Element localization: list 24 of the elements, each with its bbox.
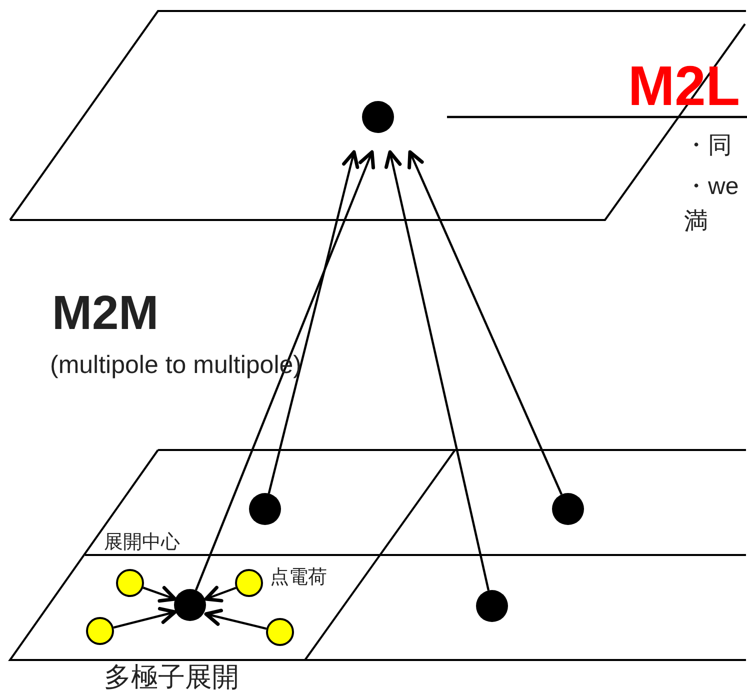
charge-dot: [116, 569, 144, 597]
caption: 多極子展開: [104, 663, 239, 693]
arrow: [268, 150, 360, 494]
arrow: [142, 586, 177, 603]
expansion-dot: [552, 493, 584, 525]
point-label: 展開中心: [104, 533, 180, 554]
arrow: [204, 608, 267, 630]
leader-line: [447, 116, 747, 118]
expansion-dot: [249, 493, 281, 525]
arrow: [408, 150, 563, 495]
arrow: [384, 150, 490, 591]
point-label: 点電荷: [270, 568, 327, 589]
expansion-dot: [476, 590, 508, 622]
expansion-dot: [174, 589, 206, 621]
arrow: [194, 150, 376, 591]
bullet-text: ・同: [684, 133, 732, 160]
bullet-text: ・we 満: [684, 172, 740, 237]
arrow: [113, 606, 177, 629]
charge-dot: [86, 617, 114, 645]
charge-dot: [266, 618, 294, 646]
heading: M2M: [52, 288, 159, 341]
expansion-dot: [362, 101, 394, 133]
charge-dot: [235, 569, 263, 597]
arrow: [204, 586, 236, 602]
